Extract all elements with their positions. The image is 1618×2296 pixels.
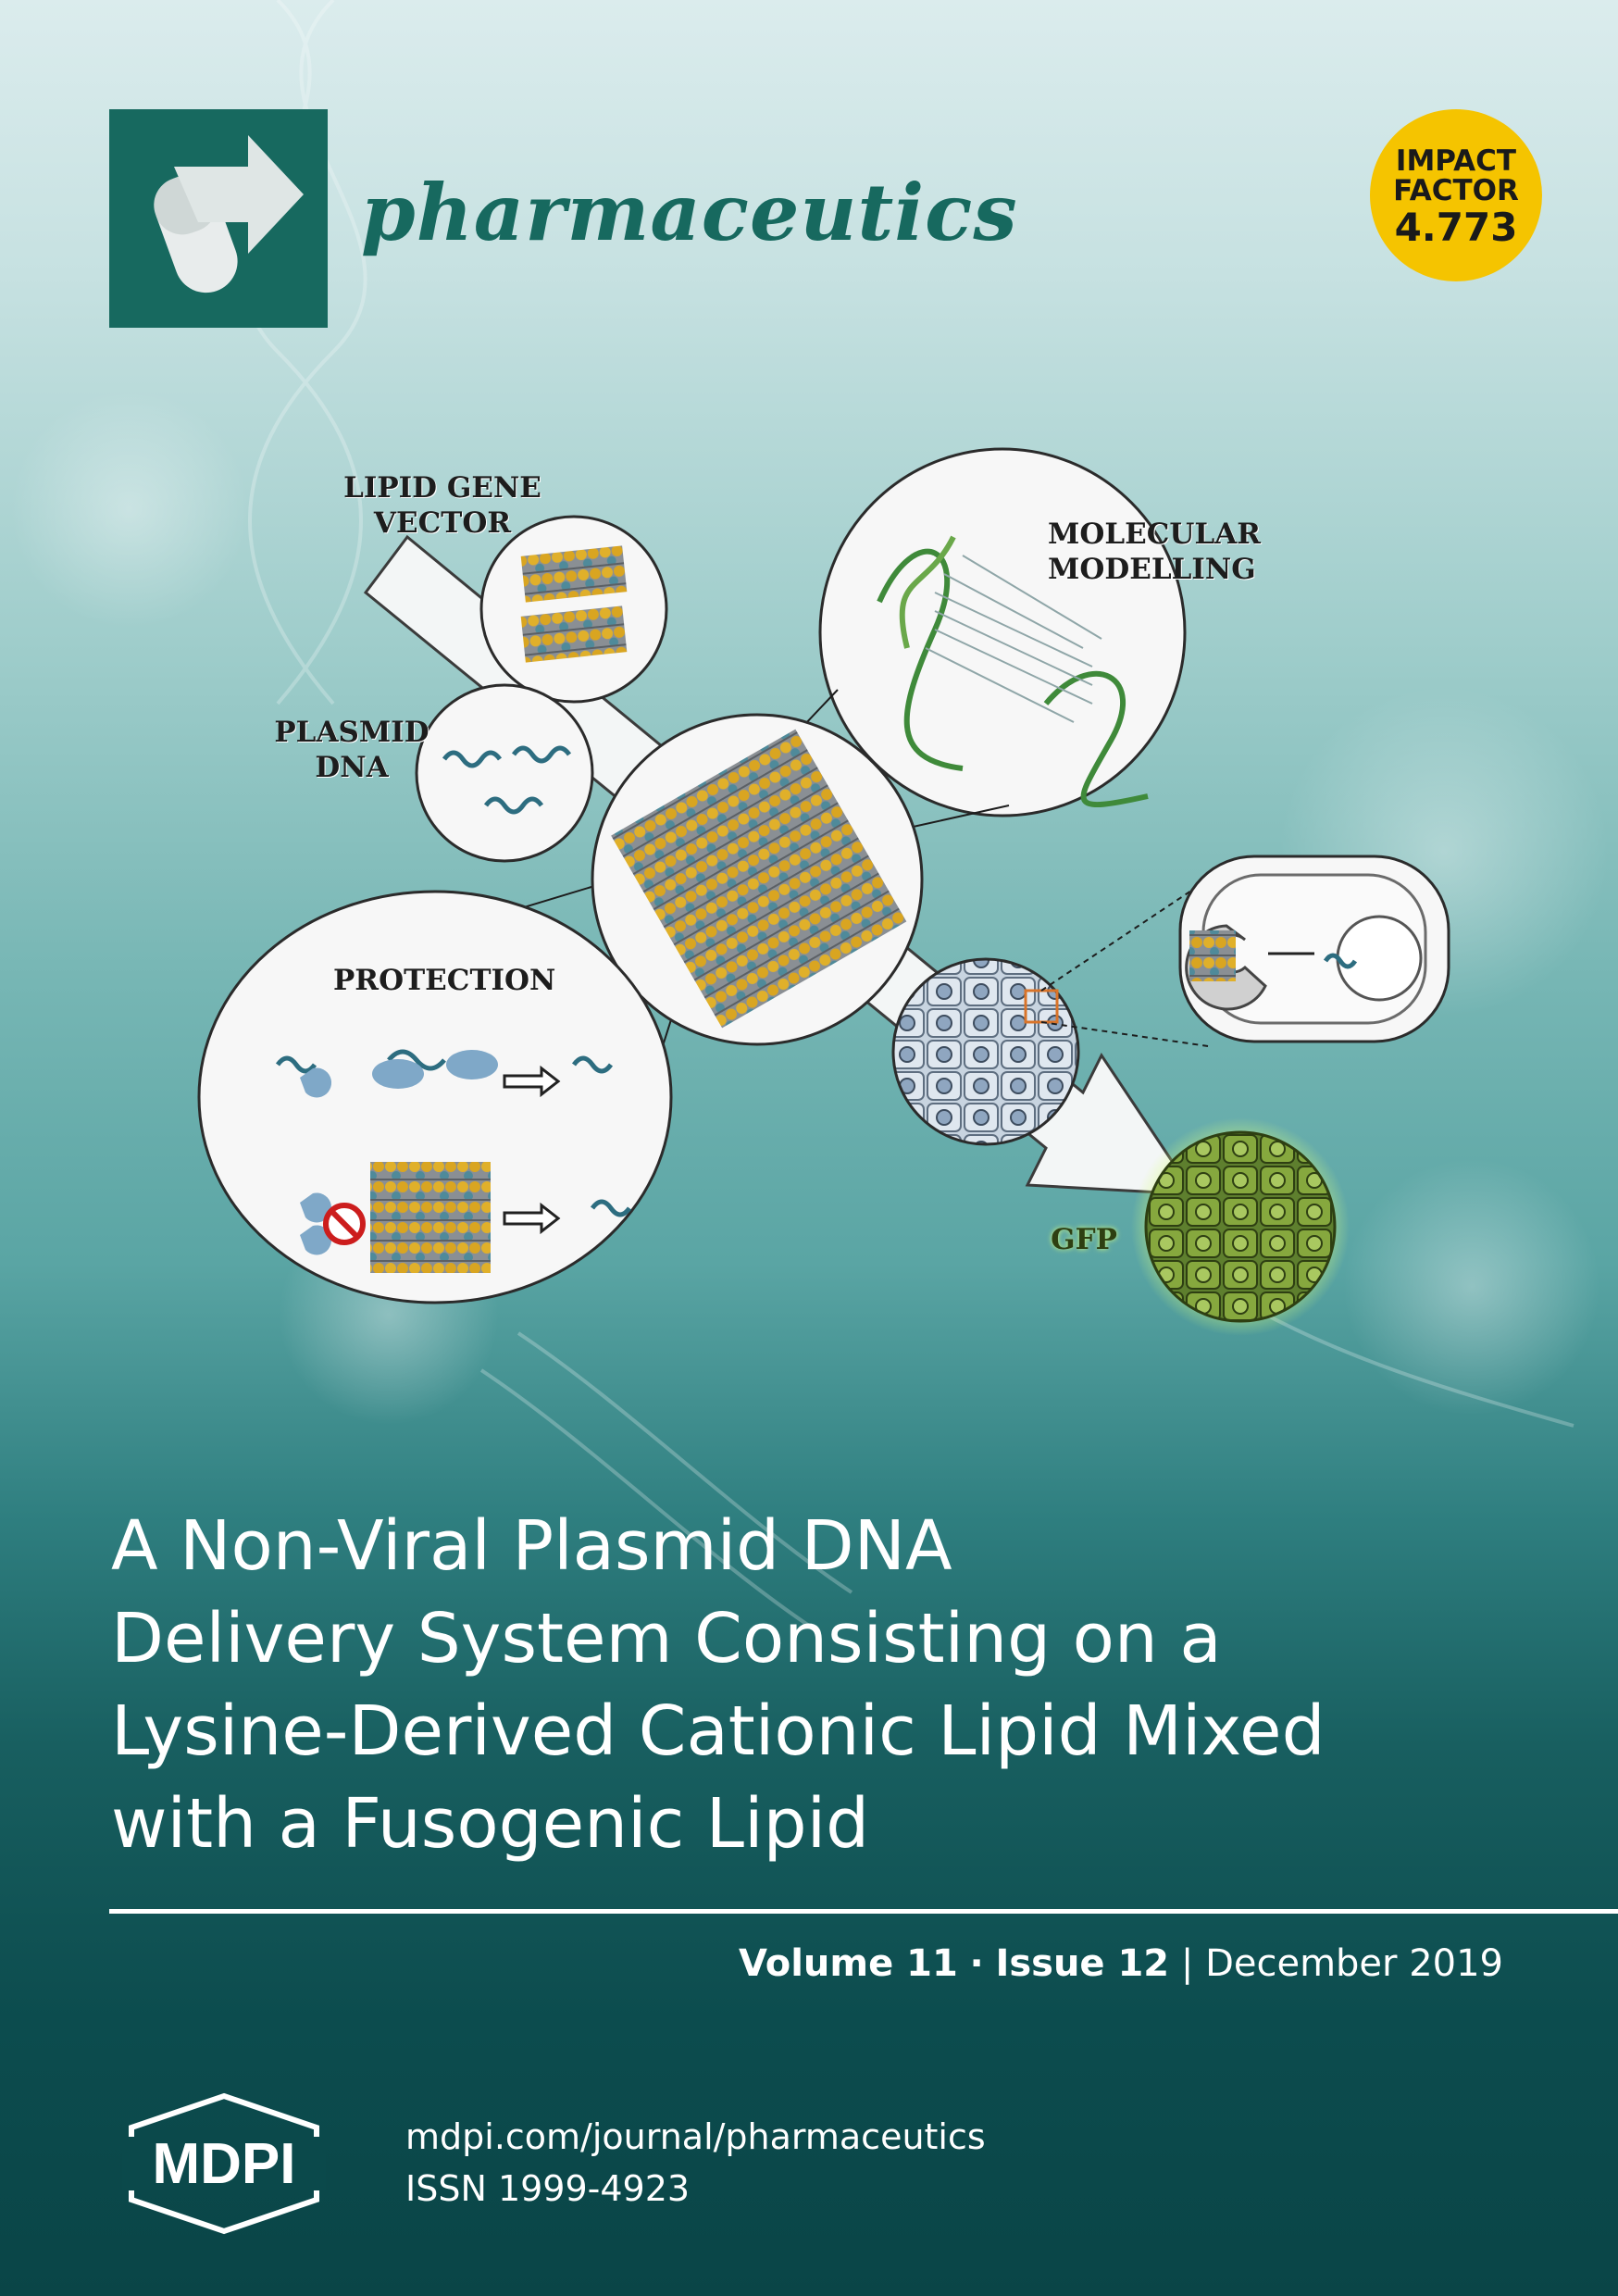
- title-line: Delivery System Consisting on a: [111, 1599, 1222, 1678]
- issue-divider: |: [1180, 1942, 1194, 1985]
- no-entry-icon: [323, 1203, 366, 1245]
- divider-rule: [109, 1909, 1618, 1914]
- label-gfp: GFP: [1051, 1223, 1117, 1256]
- issue-number: Issue 12: [995, 1942, 1170, 1985]
- label-line: VECTOR: [373, 506, 512, 540]
- volume-number: Volume 11: [738, 1942, 958, 1985]
- title-line: Lysine-Derived Cationic Lipid Mixed: [111, 1691, 1326, 1771]
- molecular-helix: [877, 535, 1149, 808]
- issn-number: ISSN 1999-4923: [405, 2168, 691, 2209]
- label-line: DNA: [315, 751, 389, 784]
- lipoplex-structure: [611, 729, 907, 1029]
- factor-label: FACTOR: [1393, 174, 1519, 207]
- publisher-logo-text: MDPI: [153, 2132, 296, 2196]
- arrow-icon: [503, 1065, 561, 1235]
- label-line: PLASMID: [274, 716, 429, 749]
- plasmid-dna-circle: [415, 683, 594, 863]
- impact-value: 4.773: [1394, 205, 1518, 250]
- protected-lipoplex: [370, 1162, 491, 1273]
- label-molecular-modelling: MOLECULAR MODELLING: [1048, 517, 1261, 587]
- zoom-lines: [1040, 888, 1209, 1047]
- lipid-vector-layers: [520, 545, 628, 603]
- title-line: with a Fusogenic Lipid: [111, 1784, 870, 1864]
- plasmid-dna-icons: [442, 745, 572, 815]
- article-title: A Non-Viral Plasmid DNA Delivery System …: [111, 1500, 1500, 1870]
- pill-arrow-icon: [154, 135, 304, 293]
- issue-separator: ·: [969, 1942, 984, 1985]
- gfp-cell-circle: [1144, 1130, 1337, 1323]
- molecular-lipid-chains: [925, 555, 1102, 723]
- molecular-modelling-circle: [818, 447, 1187, 817]
- protection-dna-icons: [275, 1049, 632, 1217]
- background-bokeh: [1342, 1157, 1601, 1416]
- label-line: MOLECULAR: [1048, 518, 1262, 551]
- issue-date: December 2019: [1205, 1942, 1503, 1985]
- label-lipid-gene-vector: LIPID GENE VECTOR: [341, 470, 544, 541]
- publisher-logo: MDPI: [109, 2090, 339, 2237]
- label-protection: PROTECTION: [333, 964, 556, 997]
- journal-name: pharmaceutics: [361, 167, 1018, 258]
- label-line: LIPID GENE: [343, 471, 541, 505]
- endosome-lipoplex: [1189, 930, 1236, 981]
- journal-logo: [109, 109, 328, 328]
- lipid-vector-layers: [520, 605, 628, 663]
- issue-info: Volume 11 · Issue 12 | December 2019: [739, 1942, 1503, 1985]
- nucleus-circle: [1336, 915, 1423, 1002]
- background-bokeh: [9, 389, 250, 630]
- title-line: A Non-Viral Plasmid DNA: [111, 1506, 952, 1586]
- mdpi-hexagon-icon: MDPI: [122, 2092, 326, 2235]
- impact-label: IMPACT: [1395, 144, 1517, 178]
- impact-factor-badge: IMPACT FACTOR 4.773: [1370, 109, 1542, 281]
- label-plasmid-dna: PLASMID DNA: [264, 715, 440, 785]
- nuclease-icons: [300, 1050, 498, 1255]
- journal-url[interactable]: mdpi.com/journal/pharmaceutics: [405, 2116, 986, 2157]
- cell-culture-circle: [891, 957, 1080, 1146]
- label-line: MODELLING: [1048, 553, 1256, 586]
- lipid-vector-circle: [479, 515, 668, 704]
